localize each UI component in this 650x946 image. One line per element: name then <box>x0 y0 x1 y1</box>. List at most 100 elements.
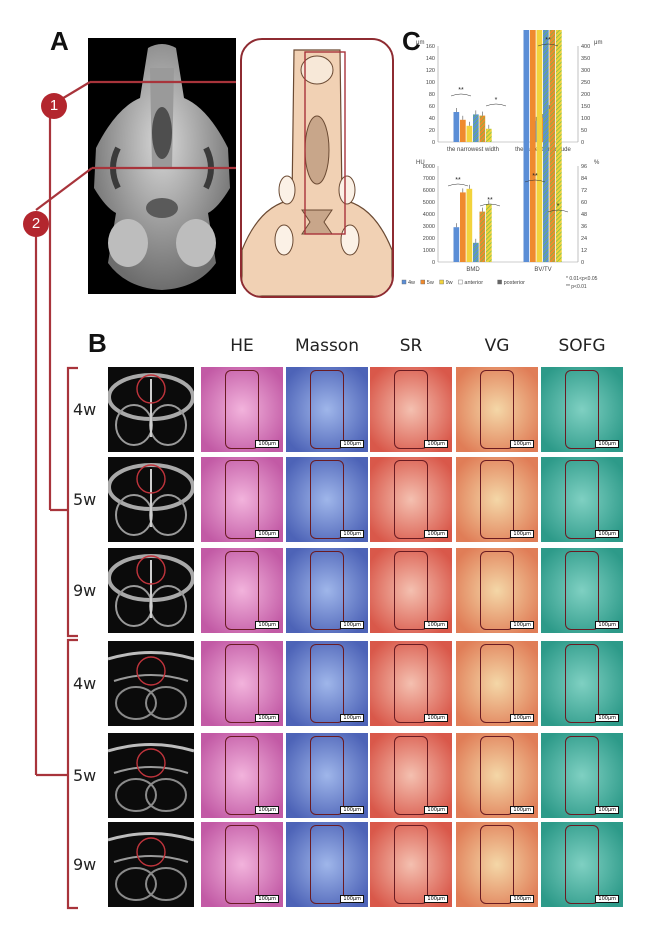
roi-frame <box>394 460 428 539</box>
ct-slice <box>108 641 194 726</box>
scale-bar: 100μm <box>510 714 534 722</box>
legend-significance-2: ** p<0.01 <box>566 284 587 290</box>
y-tick-label-right: 50 <box>581 128 587 134</box>
y-tick-label-left: 5000 <box>423 200 435 206</box>
ct-slice <box>108 548 194 633</box>
y-tick-label-left: 0 <box>432 260 435 266</box>
x-category-label: the narrowest width <box>447 147 499 153</box>
scale-bar: 100μm <box>510 806 534 814</box>
y-tick-label-right: 84 <box>581 176 587 182</box>
y-axis-unit-left: HU <box>416 160 425 166</box>
y-tick-label-left: 6000 <box>423 188 435 194</box>
legend-label: 4w <box>408 280 415 286</box>
row-age-label: 5w <box>73 765 97 785</box>
scale-bar: 100μm <box>595 714 619 722</box>
row-age-label: 4w <box>73 673 97 693</box>
roi-frame <box>310 644 344 723</box>
roi-frame <box>480 460 514 539</box>
y-tick-label-right: 60 <box>581 200 587 206</box>
bar-4w <box>453 227 460 262</box>
bar-4w <box>523 30 530 262</box>
scale-bar: 100μm <box>424 714 448 722</box>
roi-frame <box>565 825 599 904</box>
histology-tile-sr: 100μm <box>370 457 452 542</box>
roi-frame <box>480 551 514 630</box>
legend-swatch <box>420 279 425 285</box>
significance-mark: ** <box>458 87 464 94</box>
bar-5w <box>539 118 546 142</box>
scale-bar: 100μm <box>510 895 534 903</box>
ct-slice <box>108 733 194 818</box>
significance-bracket <box>485 103 507 107</box>
row-age-label: 9w <box>73 580 97 600</box>
y-tick-label-right: 300 <box>581 68 590 74</box>
roi-frame <box>310 370 344 449</box>
panel-b-label: B <box>88 328 107 358</box>
ct-slice <box>108 822 194 907</box>
roi-frame <box>565 460 599 539</box>
bracket-group-2 <box>66 638 78 910</box>
histology-tile-he: 100μm <box>201 457 283 542</box>
y-tick-label-right: 72 <box>581 188 587 194</box>
y-tick-label-right: 36 <box>581 224 587 230</box>
histology-tile-he: 100μm <box>201 733 283 818</box>
stain-header-sofg: SOFG <box>558 336 606 356</box>
significance-bracket <box>479 203 501 207</box>
marker-1: 1 <box>41 93 67 119</box>
scale-bar: 100μm <box>340 806 364 814</box>
significance-mark: ** <box>487 197 493 204</box>
y-tick-label-left: 120 <box>426 68 435 74</box>
y-tick-label-left: 0 <box>432 140 435 146</box>
bar-4w <box>453 112 460 142</box>
roi-frame <box>225 551 259 630</box>
y-tick-label-right: 350 <box>581 56 590 62</box>
roi-frame <box>310 551 344 630</box>
y-tick-label-right: 24 <box>581 236 587 242</box>
skull-schematic <box>240 38 394 298</box>
roi-frame <box>394 736 428 815</box>
legend-label: 9w <box>446 280 453 286</box>
stain-header-sr: SR <box>399 336 423 356</box>
bar-5w <box>460 192 466 262</box>
scale-bar: 100μm <box>595 530 619 538</box>
y-tick-label-left: 7000 <box>423 176 435 182</box>
significance-mark: ** <box>532 173 538 180</box>
scale-bar: 100μm <box>340 895 364 903</box>
histology-tile-sofg: 100μm <box>541 822 623 907</box>
significance-mark: ** <box>545 37 551 44</box>
row-age-label: 4w <box>73 399 97 419</box>
bar-4w-posterior <box>543 30 549 262</box>
scale-bar: 100μm <box>255 714 279 722</box>
roi-frame <box>394 551 428 630</box>
bar-9w-posterior <box>486 128 492 142</box>
scale-bar: 100μm <box>595 621 619 629</box>
y-tick-label-left: 1000 <box>423 248 435 254</box>
bar-5w-posterior <box>479 211 486 262</box>
histology-tile-masson: 100μm <box>286 367 368 452</box>
panel-c-charts: 0204060801001201401600501001502002503003… <box>401 30 602 290</box>
roi-frame <box>225 736 259 815</box>
panel-a-label: A <box>50 26 69 56</box>
scale-bar: 100μm <box>255 621 279 629</box>
histology-tile-sofg: 100μm <box>541 457 623 542</box>
y-tick-label-left: 2000 <box>423 236 435 242</box>
stain-header-he: HE <box>230 336 254 356</box>
scale-bar: 100μm <box>424 806 448 814</box>
row-age-label: 5w <box>73 489 97 509</box>
histology-tile-he: 100μm <box>201 641 283 726</box>
histology-tile-sofg: 100μm <box>541 641 623 726</box>
histology-tile-he: 100μm <box>201 367 283 452</box>
histology-tile-sr: 100μm <box>370 733 452 818</box>
y-axis-unit-right: μm <box>594 40 602 46</box>
histology-tile-sr: 100μm <box>370 548 452 633</box>
histology-tile-he: 100μm <box>201 548 283 633</box>
y-tick-label-left: 60 <box>429 104 435 110</box>
panel-c-label: C <box>402 26 421 56</box>
histology-tile-masson: 100μm <box>286 822 368 907</box>
skull-schematic-drawing <box>242 49 392 296</box>
bar-9w <box>536 30 543 262</box>
significance-bracket <box>450 93 472 97</box>
stain-header-vg: VG <box>484 336 510 356</box>
significance-bracket <box>524 179 546 183</box>
y-tick-label-right: 100 <box>581 116 590 122</box>
